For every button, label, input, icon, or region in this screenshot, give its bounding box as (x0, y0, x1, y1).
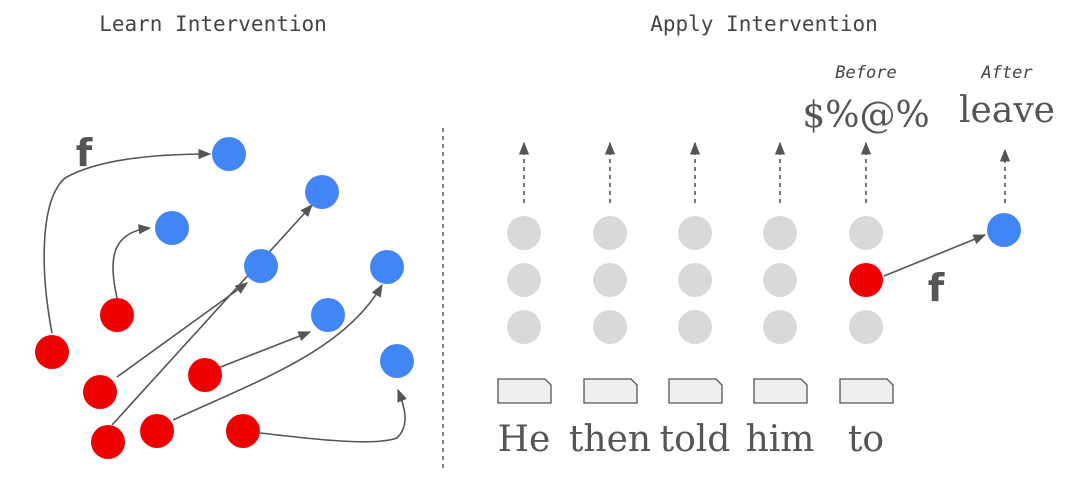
hidden-state-node (763, 263, 797, 297)
red-point (83, 375, 117, 409)
input-token: then (569, 419, 651, 460)
intervention-arrow (883, 234, 987, 277)
hidden-state-node (849, 216, 883, 250)
mapping-arrow (112, 224, 152, 299)
mapping-arrow (43, 148, 212, 334)
learn-panel-title: Learn Intervention (99, 12, 327, 36)
learn-arrows (43, 148, 407, 443)
target-points (155, 137, 414, 378)
red-point (140, 414, 174, 448)
input-tokens: He then told him to (498, 419, 884, 460)
mapping-arrow (111, 204, 313, 426)
token-embedding-box (497, 378, 552, 404)
hidden-state-node (678, 263, 712, 297)
f-function-label: f (928, 266, 945, 310)
blue-point (370, 250, 404, 284)
red-point (226, 414, 260, 448)
hidden-state-node (678, 310, 712, 344)
f-function-label: f (76, 131, 93, 175)
red-point (35, 335, 69, 369)
hidden-state-node (593, 216, 627, 250)
hidden-state-node (849, 310, 883, 344)
blue-point (155, 211, 189, 245)
before-output: $%@% (802, 95, 929, 136)
token-boxes (497, 378, 894, 404)
blue-point (212, 137, 246, 171)
token-embedding-box (583, 378, 638, 404)
source-points (35, 298, 260, 459)
token-embedding-box (668, 378, 723, 404)
after-output: leave (959, 90, 1055, 131)
token-embedding-box (839, 378, 894, 404)
hidden-state-node (593, 263, 627, 297)
blue-point (311, 298, 345, 332)
hidden-state-node (507, 310, 541, 344)
blue-point (305, 175, 339, 209)
mapping-arrow (172, 283, 383, 421)
input-token: to (848, 419, 884, 460)
hidden-state-node (593, 310, 627, 344)
hidden-state-node (763, 310, 797, 344)
intervened-result-node (987, 213, 1021, 247)
token-embedding-box (753, 378, 808, 404)
before-label: Before (835, 63, 896, 83)
hidden-state-node (763, 216, 797, 250)
hidden-state-grid (507, 216, 883, 344)
input-token: He (498, 419, 551, 460)
output-arrows (518, 141, 1011, 203)
apply-panel-title: Apply Intervention (650, 12, 878, 36)
apply-panel: Apply Intervention Before $%@% After lea… (497, 12, 1055, 460)
hidden-state-node (507, 263, 541, 297)
input-token: told (660, 419, 731, 460)
input-token: him (746, 419, 815, 460)
red-point (100, 298, 134, 332)
after-label: After (980, 63, 1033, 83)
red-point (188, 358, 222, 392)
intervened-hidden-state (849, 263, 883, 297)
mapping-arrow (259, 388, 407, 443)
red-point (91, 425, 125, 459)
blue-point (380, 344, 414, 378)
learn-panel: Learn Intervention f (35, 12, 414, 459)
mapping-arrow (217, 331, 312, 369)
hidden-state-node (678, 216, 712, 250)
mapping-arrow (116, 282, 249, 378)
hidden-state-node (507, 216, 541, 250)
blue-point (244, 249, 278, 283)
